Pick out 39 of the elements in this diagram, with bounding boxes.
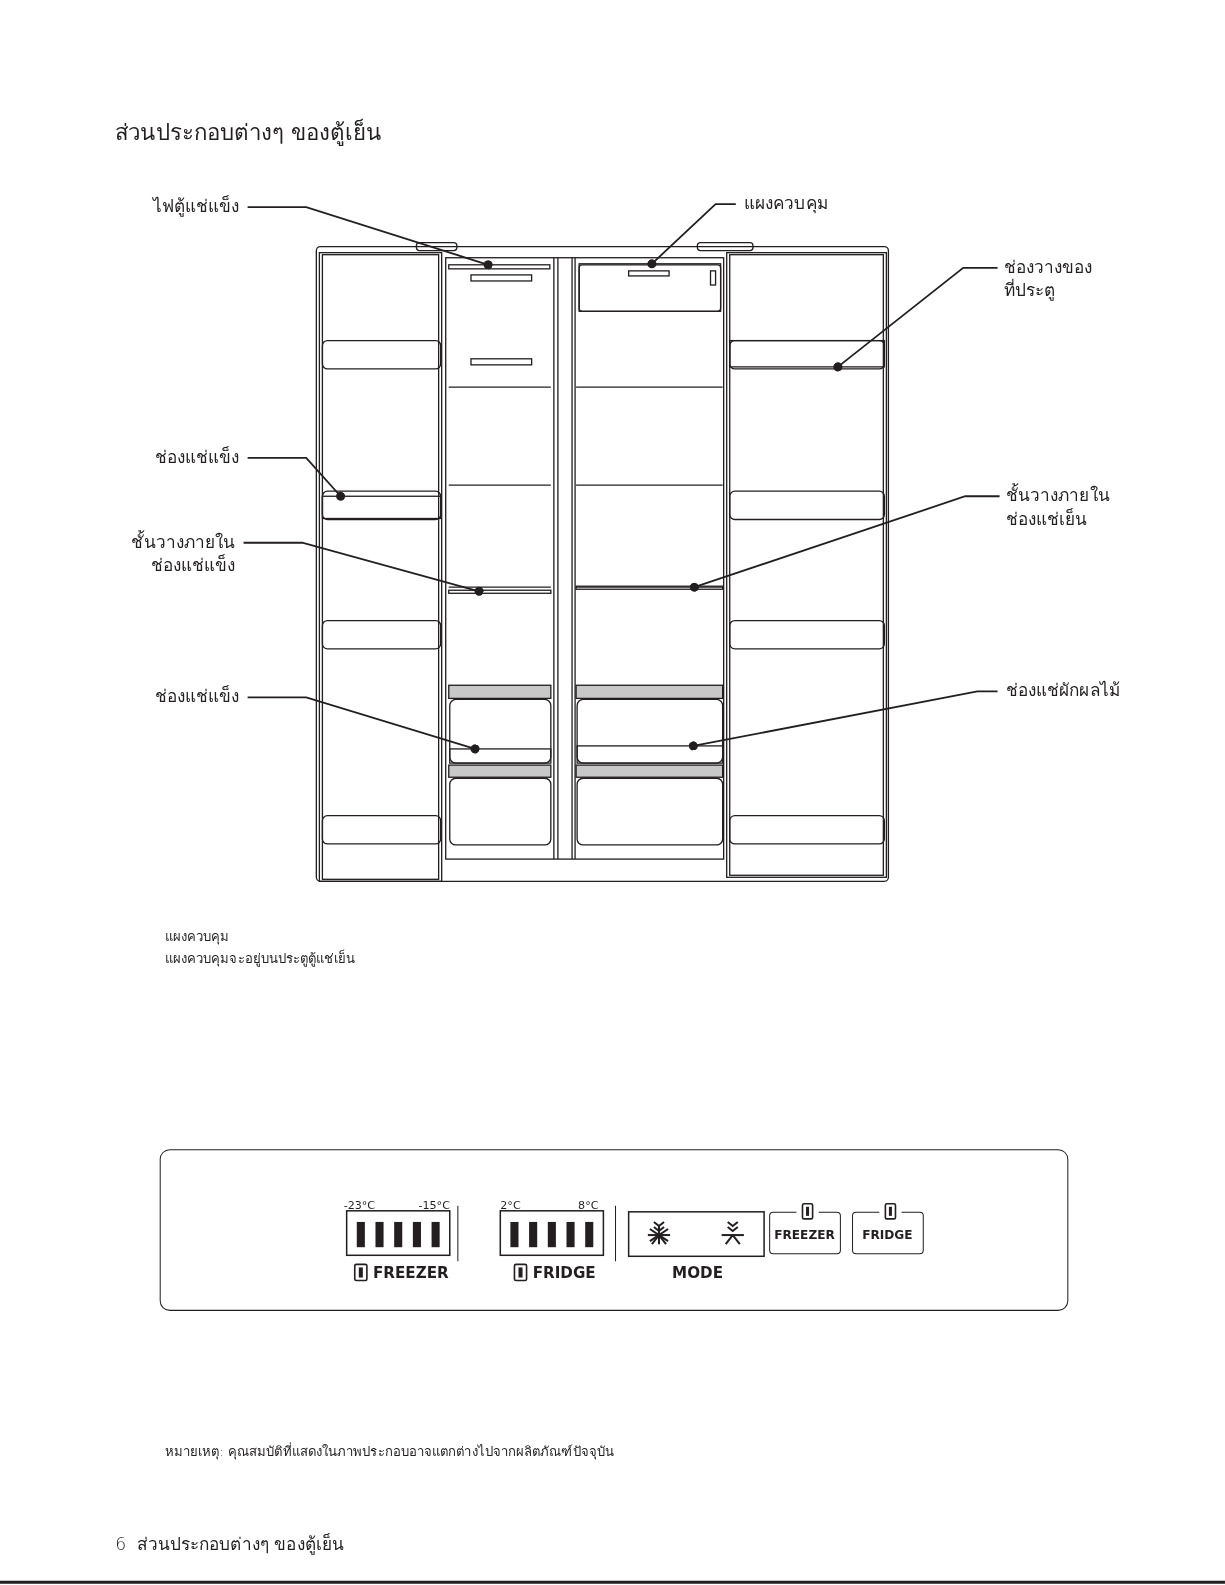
callout-label: แผงควบคุม (743, 192, 828, 216)
display-label: MODE (672, 1262, 724, 1284)
control-panel-housing (578, 263, 722, 312)
panel-button: FRIDGE (851, 1211, 924, 1254)
callout-label: ช่องแช่แข็ง (154, 445, 240, 469)
page-number: 6 (115, 1533, 127, 1557)
callout-label: ไฟตู้แช่แข็ง (152, 195, 240, 219)
temperature-label: -15°C (418, 1197, 450, 1214)
shelf (575, 585, 724, 590)
display-label: FREEZER (372, 1262, 449, 1284)
callout-label: ชั้นวางภายใน ช่องแช่แข็ง (129, 530, 236, 578)
callout-label: ชั้นวางภายใน ช่องแช่เย็น (1005, 484, 1112, 531)
leader-line (246, 696, 480, 754)
temperature-label: 8°C (578, 1197, 599, 1214)
note-text: หมายเหตุ: คุณสมบัติที่แสดงในภาพประกอบอาจแตกต่างไปจากผลิตภัณฑ์ปัจจุบัน (164, 1443, 614, 1462)
leader-line (246, 206, 493, 270)
note-text: แผงควบคุม (164, 927, 230, 946)
door-bin (729, 339, 885, 368)
footer-text: ส่วนประกอบต่างๆ ของตู้เย็น (137, 1533, 345, 1557)
leader-line (688, 690, 999, 751)
panel-button: FREEZER (768, 1211, 841, 1254)
display-label: FRIDGE (532, 1262, 596, 1284)
drawer (576, 745, 724, 764)
note-text: แผงควบคุมจะอยู่บนประตูตู้แช่เย็น (164, 950, 355, 969)
callout-label: ช่องแช่ผักผลไม้ (1005, 679, 1120, 703)
leader-line (833, 266, 999, 372)
shelf (448, 589, 552, 594)
callout-label: ช่องวางของ ที่ประตู (1003, 255, 1095, 303)
temperature-label: -23°C (343, 1197, 376, 1214)
door-bin (321, 495, 442, 520)
leader-line (242, 541, 484, 596)
leader-line (689, 495, 1001, 592)
drawer (449, 748, 552, 764)
leader-line (647, 203, 737, 269)
light-strip (448, 264, 551, 270)
mode-display (627, 1211, 765, 1258)
callout-label: ช่องแช่แข็ง (154, 685, 240, 709)
leader-line (246, 456, 346, 501)
temperature-label: 2°C (500, 1197, 521, 1214)
